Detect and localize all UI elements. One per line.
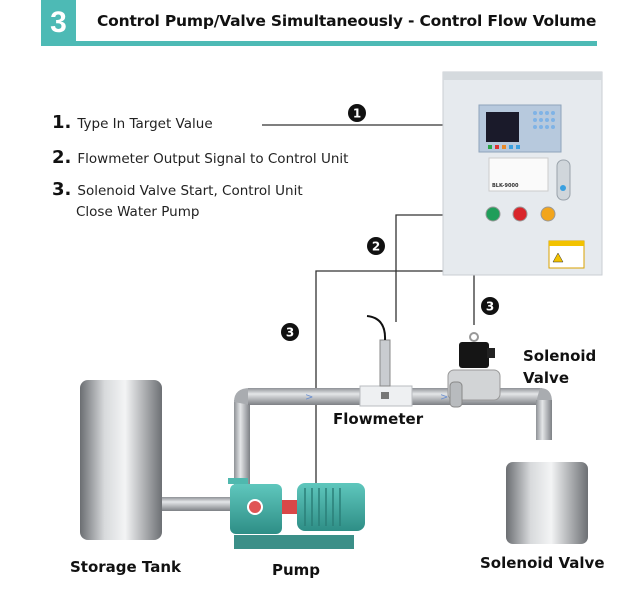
step-number: 1.: [52, 112, 72, 133]
marker-1: 1: [348, 104, 366, 122]
svg-text:1: 1: [353, 107, 361, 121]
title-underline: [75, 41, 597, 46]
solenoid-valve: [447, 332, 501, 408]
step-text: Flowmeter Output Signal to Control Unit: [77, 151, 349, 167]
svg-text:3: 3: [286, 326, 294, 340]
control-unit: BLK-9000: [442, 71, 603, 276]
solenoid-valve-label-line1: Solenoid: [523, 347, 597, 365]
step-text: Close Water Pump: [76, 204, 200, 220]
svg-text:>: >: [440, 392, 448, 403]
flowmeter-label: Flowmeter: [333, 410, 424, 428]
svg-text:2: 2: [372, 240, 380, 254]
solenoid-valve-label-line2: Valve: [523, 369, 570, 387]
svg-text:>: >: [305, 392, 313, 403]
flowmeter: [359, 315, 413, 407]
warning-icon: [552, 252, 564, 263]
marker-3-pump: 3: [281, 323, 299, 341]
pump: [228, 478, 365, 549]
solenoid-valve-tank-label: Solenoid Valve: [480, 554, 605, 572]
marker-2: 2: [367, 237, 385, 255]
step-number: 2.: [52, 147, 72, 168]
step-text: Solenoid Valve Start, Control Unit: [77, 183, 303, 199]
storage-tank-label: Storage Tank: [70, 558, 182, 576]
storage-tank: [80, 380, 162, 540]
signal-line-2: [395, 214, 443, 322]
inlet-pipe: [162, 497, 234, 511]
step-1: 1. Type In Target Value: [52, 112, 213, 135]
pump-label: Pump: [272, 561, 321, 579]
step-text: Type In Target Value: [77, 116, 213, 132]
start-button: [485, 206, 501, 222]
marker-3-valve: 3: [481, 297, 499, 315]
control-model-label: BLK-9000: [492, 183, 519, 189]
step-number: 3.: [52, 179, 72, 200]
signal-line-3-pump: [315, 270, 443, 484]
signal-lines: [262, 124, 475, 484]
svg-text:3: 3: [486, 300, 494, 314]
step-2: 2. Flowmeter Output Signal to Control Uni…: [52, 147, 348, 170]
step-number-badge: 3: [41, 0, 76, 46]
alarm-button: [540, 206, 556, 222]
stop-button: [512, 206, 528, 222]
solenoid-valve-tank: [506, 462, 588, 544]
page-title: Control Pump/Valve Simultaneously - Cont…: [97, 12, 597, 30]
